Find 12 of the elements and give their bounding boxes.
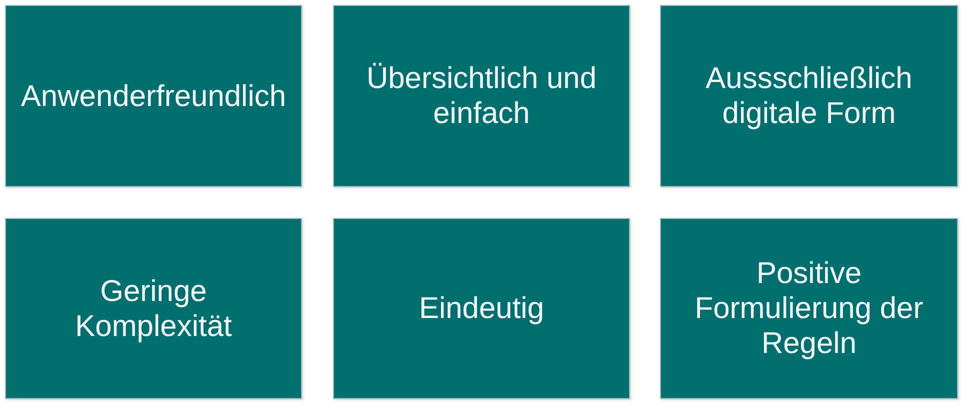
tile-label: Anwenderfreundlich bbox=[20, 78, 286, 114]
tile-label: Aussschließlich digitale Form bbox=[704, 61, 914, 131]
feature-tile bbox=[5, 218, 302, 399]
feature-tile bbox=[5, 5, 302, 187]
feature-tile bbox=[660, 218, 958, 399]
feature-tile bbox=[333, 5, 630, 187]
feature-tile bbox=[333, 218, 630, 399]
tile-label: Übersichtlich und einfach bbox=[365, 61, 598, 131]
tile-label: Geringe Komplexität bbox=[74, 274, 233, 344]
tile-label: Eindeutig bbox=[418, 291, 544, 326]
feature-tile bbox=[660, 5, 958, 187]
tile-label: Positive Formulierung der Regeln bbox=[694, 256, 924, 361]
